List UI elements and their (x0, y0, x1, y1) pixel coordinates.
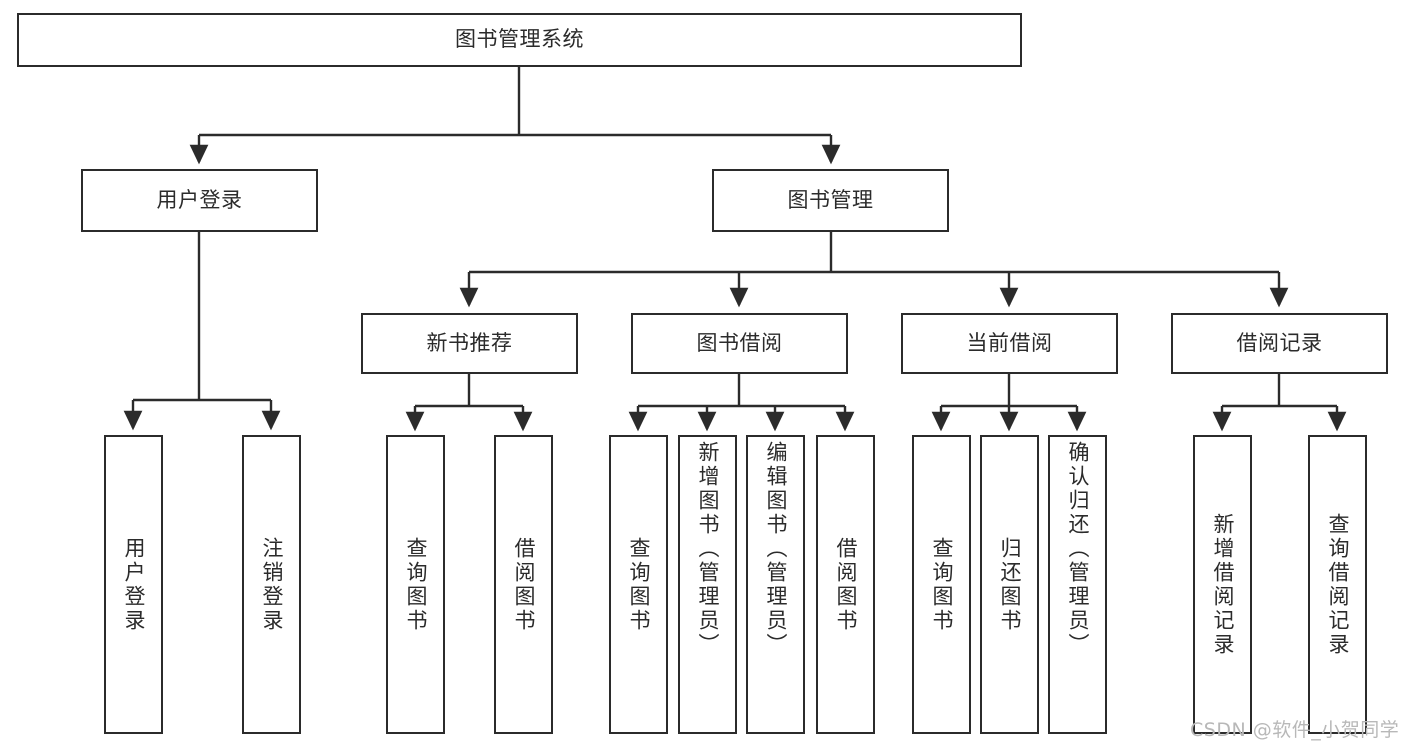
leaf-add-book-admin[interactable]: 新增图书（管理员） (678, 435, 737, 734)
leaf-user-login[interactable]: 用户登录 (104, 435, 163, 734)
leaf-borrow-book-1[interactable]: 借阅图书 (494, 435, 553, 734)
node-borrow-record-label: 借阅记录 (1236, 330, 1323, 355)
leaf-query-borrow-record-label: 查询借阅记录 (1326, 512, 1350, 657)
leaf-query-book-3[interactable]: 查询图书 (912, 435, 971, 734)
node-borrow-record[interactable]: 借阅记录 (1171, 313, 1388, 374)
node-user-login-label: 用户登录 (156, 187, 243, 212)
leaf-confirm-return-admin[interactable]: 确认归还（管理员） (1048, 435, 1107, 734)
leaf-edit-book-admin-label: 编辑图书（管理员） (764, 441, 788, 657)
leaf-borrow-book-2[interactable]: 借阅图书 (816, 435, 875, 734)
node-root-label: 图书管理系统 (455, 27, 584, 52)
node-book-management[interactable]: 图书管理 (712, 169, 949, 232)
leaf-query-book-1-label: 查询图书 (404, 536, 428, 633)
node-book-borrow-label: 图书借阅 (696, 330, 783, 355)
leaf-logout-login-label: 注销登录 (260, 536, 284, 633)
node-root[interactable]: 图书管理系统 (17, 13, 1022, 67)
leaf-borrow-book-2-label: 借阅图书 (834, 536, 858, 633)
leaf-user-login-label: 用户登录 (122, 536, 146, 633)
leaf-edit-book-admin[interactable]: 编辑图书（管理员） (746, 435, 805, 734)
leaf-add-borrow-record-label: 新增借阅记录 (1211, 512, 1235, 657)
leaf-return-book[interactable]: 归还图书 (980, 435, 1039, 734)
leaf-query-borrow-record[interactable]: 查询借阅记录 (1308, 435, 1367, 734)
leaf-borrow-book-1-label: 借阅图书 (512, 536, 536, 633)
node-current-borrow-label: 当前借阅 (966, 330, 1053, 355)
leaf-logout-login[interactable]: 注销登录 (242, 435, 301, 734)
leaf-query-book-1[interactable]: 查询图书 (386, 435, 445, 734)
node-user-login[interactable]: 用户登录 (81, 169, 318, 232)
leaf-query-book-3-label: 查询图书 (930, 536, 954, 633)
node-book-borrow[interactable]: 图书借阅 (631, 313, 848, 374)
node-current-borrow[interactable]: 当前借阅 (901, 313, 1118, 374)
node-book-management-label: 图书管理 (787, 187, 874, 212)
leaf-query-book-2-label: 查询图书 (627, 536, 651, 633)
node-new-book-recommend[interactable]: 新书推荐 (361, 313, 578, 374)
leaf-confirm-return-admin-label: 确认归还（管理员） (1066, 441, 1090, 657)
leaf-add-book-admin-label: 新增图书（管理员） (696, 441, 720, 657)
leaf-return-book-label: 归还图书 (998, 536, 1022, 633)
leaf-add-borrow-record[interactable]: 新增借阅记录 (1193, 435, 1252, 734)
node-new-book-recommend-label: 新书推荐 (426, 330, 513, 355)
leaf-query-book-2[interactable]: 查询图书 (609, 435, 668, 734)
